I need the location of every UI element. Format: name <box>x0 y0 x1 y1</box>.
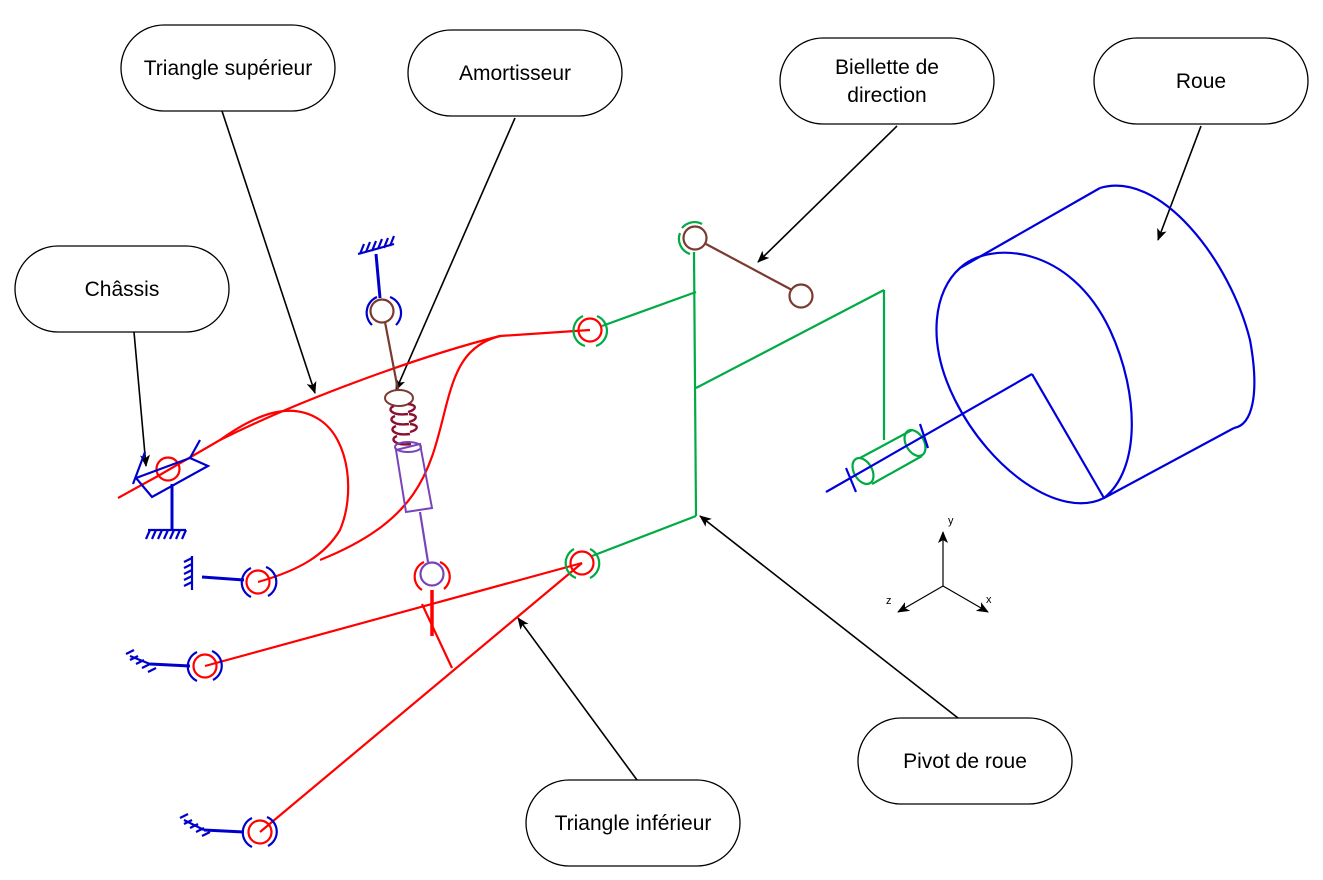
label-amortisseur: Amortisseur <box>459 62 571 85</box>
label-roue: Roue <box>1176 70 1226 93</box>
wheel <box>825 184 1256 505</box>
label-box-triangle-superieur: Triangle supérieur <box>120 24 336 112</box>
label-triangle-inferieur: Triangle inférieur <box>555 812 712 835</box>
chassis-grounds <box>125 235 403 837</box>
label-box-amortisseur: Amortisseur <box>407 29 623 117</box>
label-box-chassis: Châssis <box>14 245 230 333</box>
label-biellette-line1: Biellette de <box>835 56 939 79</box>
shock-absorber <box>369 298 451 591</box>
wheel-pivot <box>591 221 927 558</box>
label-box-roue: Roue <box>1093 37 1309 125</box>
arrow-amortisseur <box>395 117 516 391</box>
label-box-triangle-inferieur: Triangle inférieur <box>525 779 741 867</box>
arrow-triangle-superieur <box>221 110 317 394</box>
axes-triad <box>897 531 989 613</box>
arrow-biellette <box>757 125 898 263</box>
label-biellette-line2: direction <box>847 84 926 107</box>
axis-label-x: x <box>986 594 992 606</box>
axis-label-y: y <box>948 515 954 527</box>
label-triangle-superieur: Triangle supérieur <box>144 57 312 80</box>
steering-tie-rod <box>682 225 814 309</box>
lower-wishbone <box>192 550 595 845</box>
label-pivot: Pivot de roue <box>903 750 1027 773</box>
upper-joint-rings <box>240 314 609 598</box>
label-box-biellette: Biellette de direction <box>779 37 995 125</box>
axis-label-z: z <box>886 595 892 607</box>
arrow-roue <box>1157 125 1202 241</box>
arrow-triangle-inferieur <box>517 617 638 781</box>
lower-joint-rings <box>186 548 601 848</box>
label-chassis: Châssis <box>85 278 160 301</box>
arrow-pivot <box>699 515 959 719</box>
arrow-chassis <box>133 331 150 467</box>
label-box-pivot: Pivot de roue <box>857 717 1073 805</box>
upper-wishbone <box>117 317 603 595</box>
leader-arrows <box>133 110 1202 781</box>
